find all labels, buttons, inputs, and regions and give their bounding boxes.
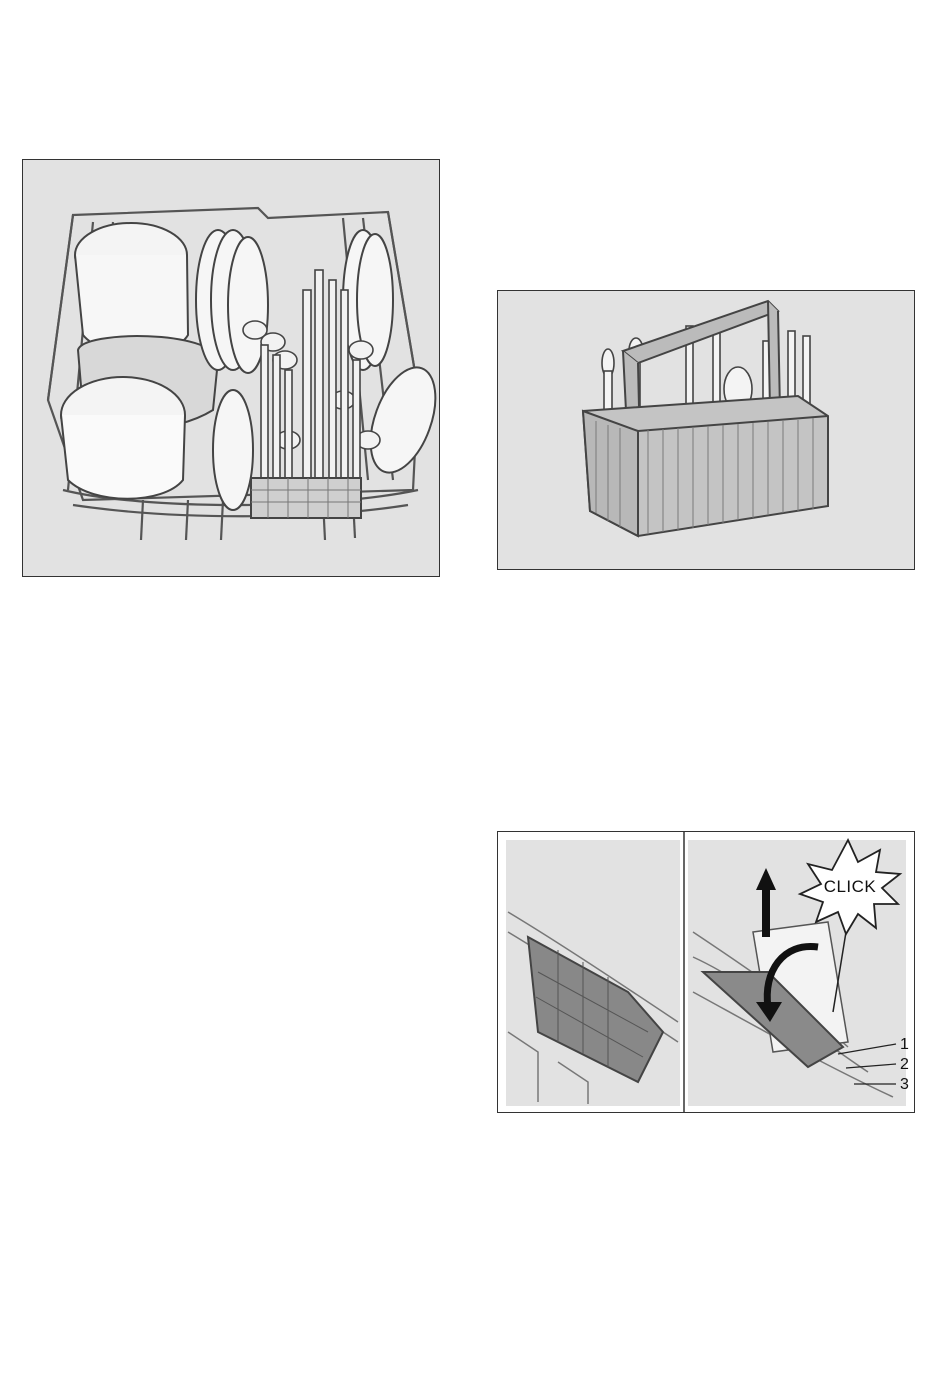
click-label: CLICK <box>824 877 877 896</box>
cutlery-basket-illustration <box>497 290 915 570</box>
basket-body <box>583 396 828 536</box>
rack-insert-illustration: CLICK 1 2 3 <box>497 831 915 1113</box>
upper-rack-illustration <box>22 159 440 577</box>
cutlery-basket-small <box>251 478 361 518</box>
bowls <box>61 223 218 499</box>
callout-3: 3 <box>900 1076 909 1093</box>
callout-1: 1 <box>900 1036 909 1053</box>
callout-2: 2 <box>900 1056 909 1073</box>
